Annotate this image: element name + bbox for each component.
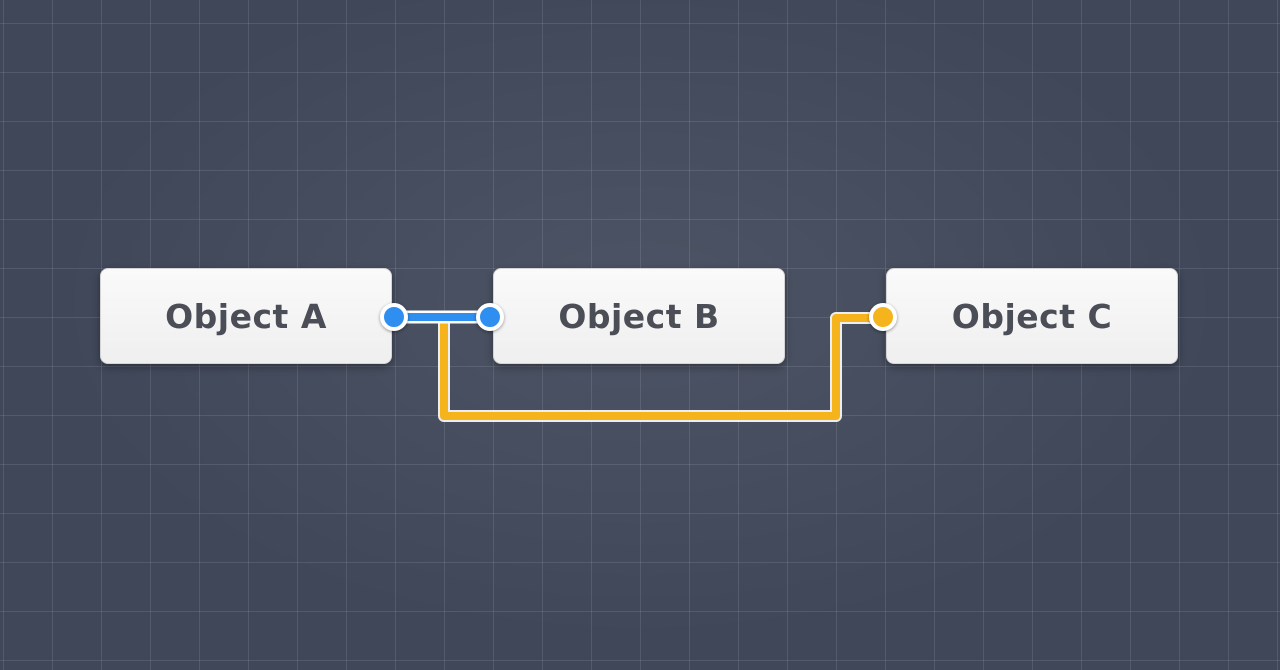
node-object-a-label: Object A <box>165 296 327 336</box>
node-object-b-label: Object B <box>558 296 720 336</box>
node-object-c-label: Object C <box>951 296 1113 336</box>
object-a-output-port[interactable] <box>380 303 408 331</box>
connector-a-to-c-line[interactable] <box>440 314 885 420</box>
node-object-b[interactable]: Object B <box>493 268 785 364</box>
object-b-input-port[interactable] <box>476 303 504 331</box>
node-object-c[interactable]: Object C <box>886 268 1178 364</box>
object-c-input-port[interactable] <box>869 303 897 331</box>
node-object-a[interactable]: Object A <box>100 268 392 364</box>
